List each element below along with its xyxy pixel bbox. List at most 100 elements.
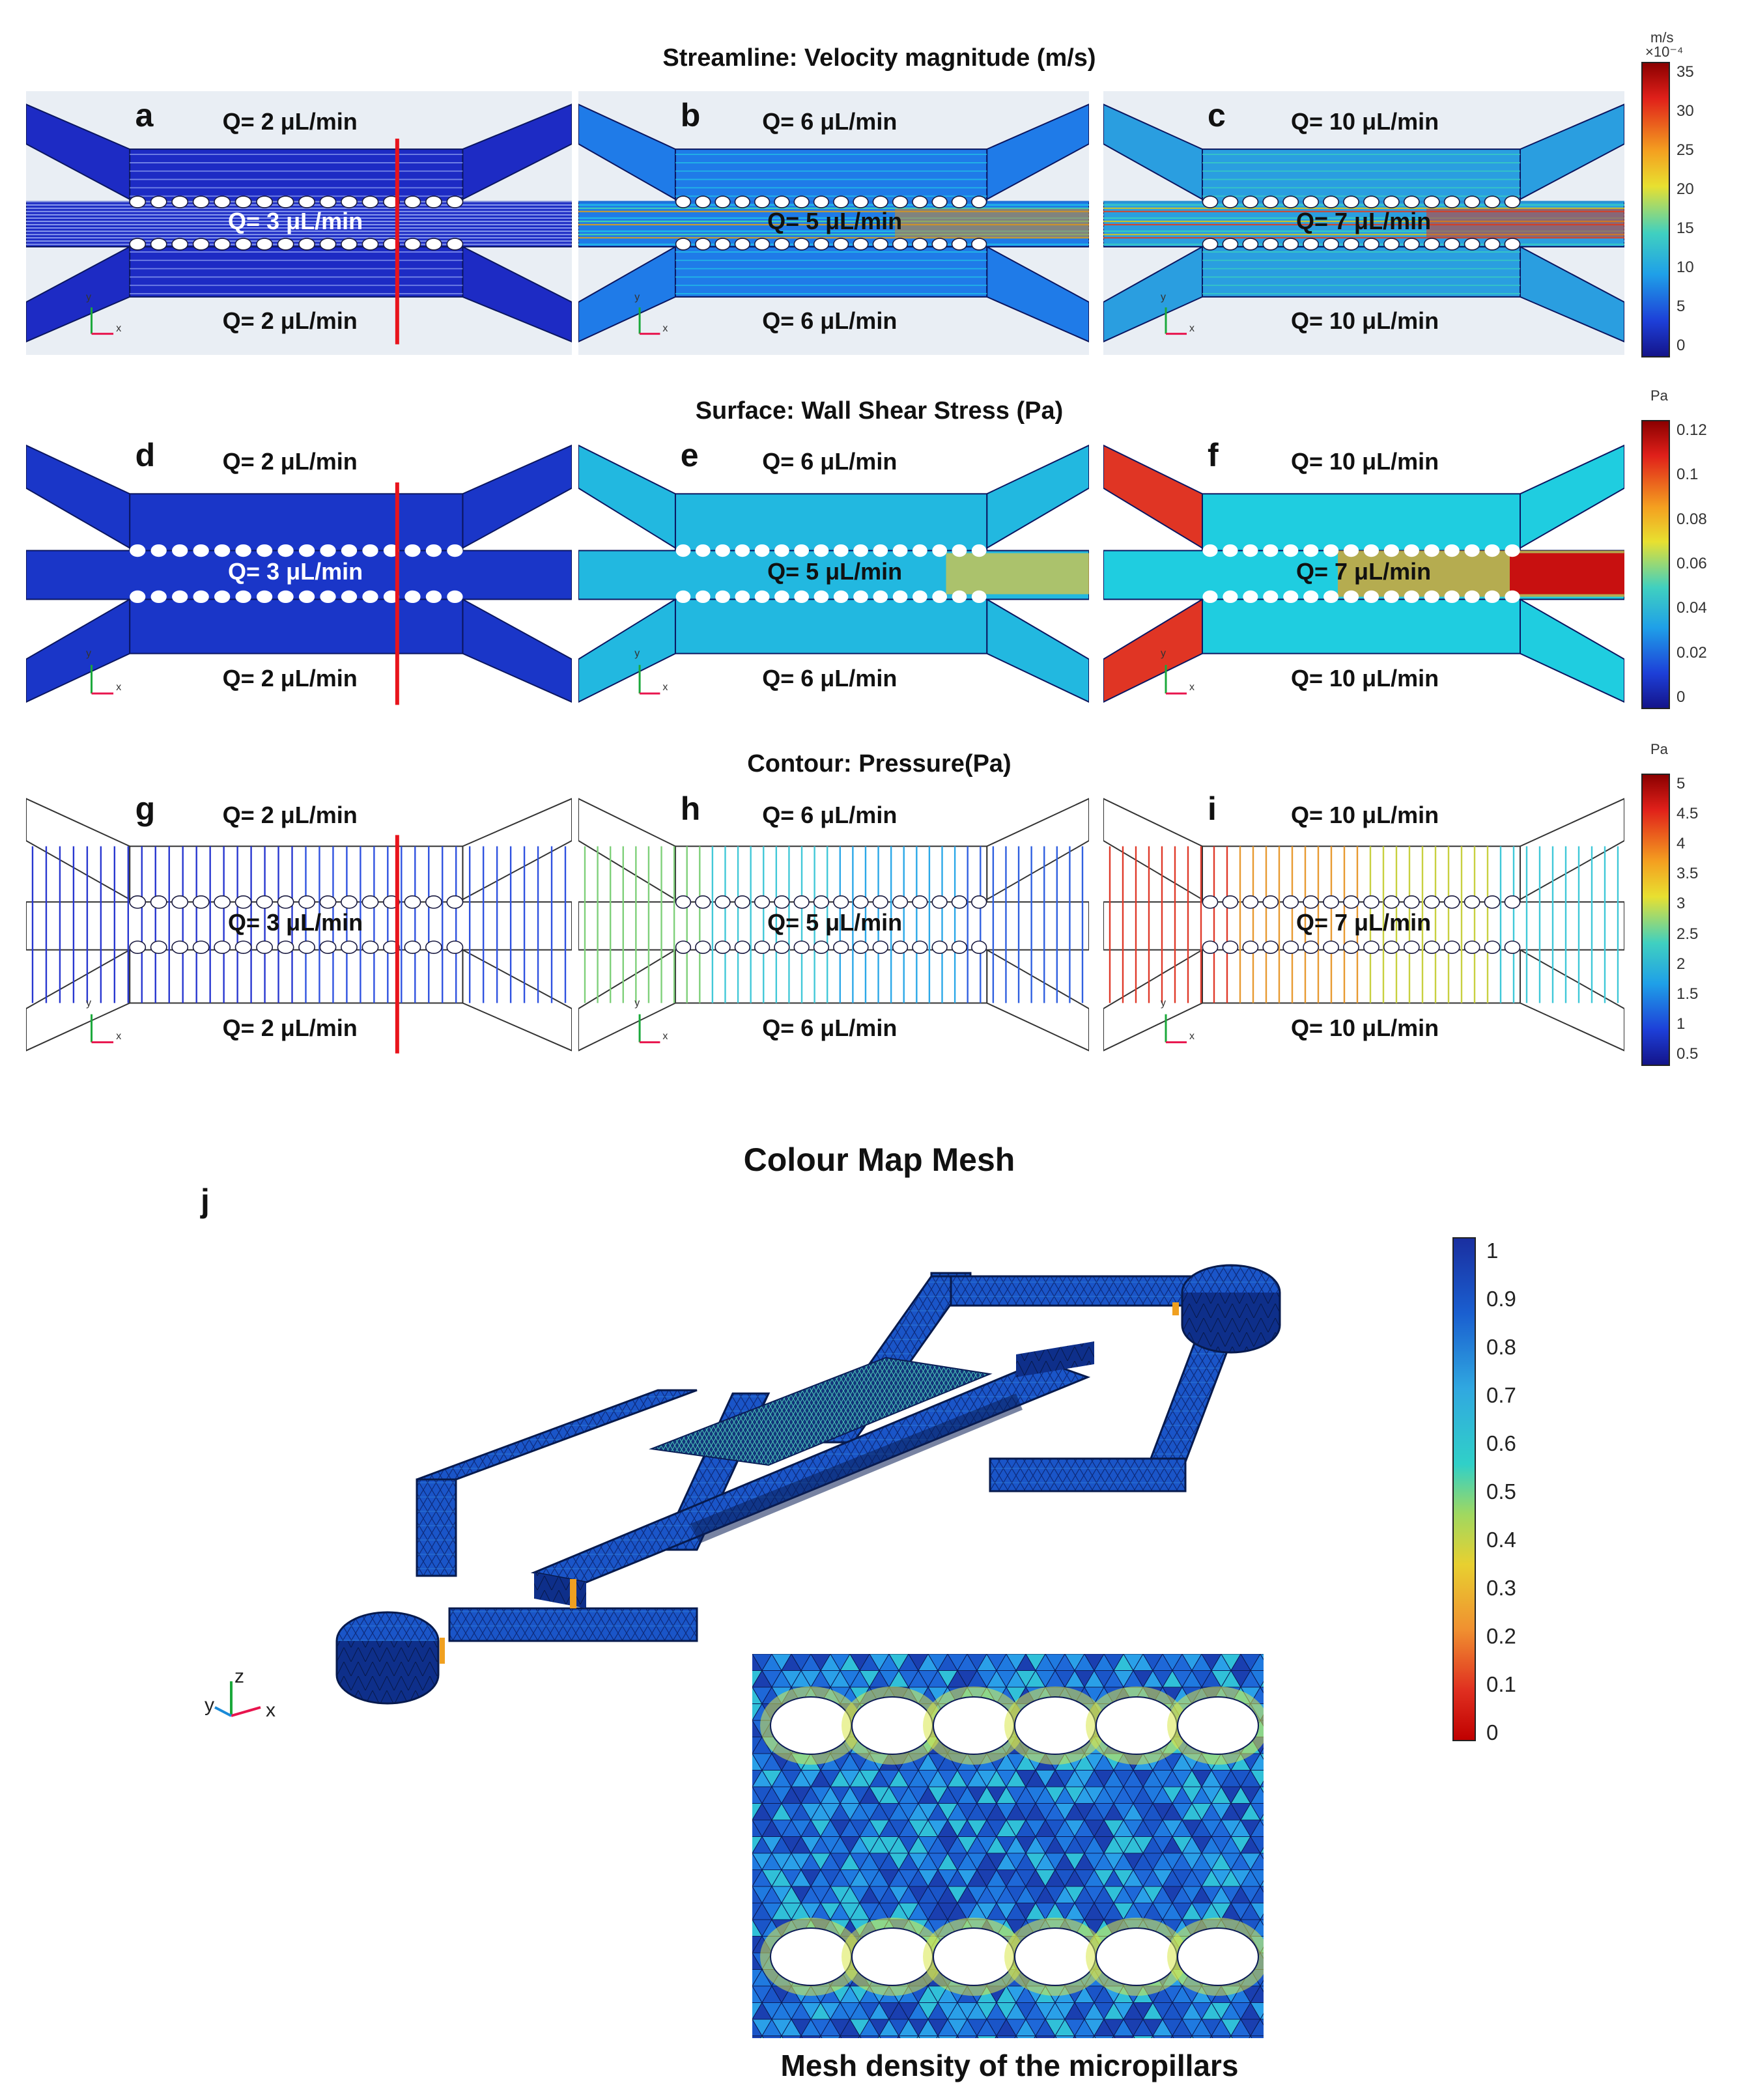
pressure-tick-3: 3.5 — [1676, 865, 1699, 883]
flow-rate-top-e: Q= 6 μL/min — [762, 448, 898, 475]
mesh-tick-7: 0.3 — [1486, 1576, 1516, 1600]
pressure-tick-9: 0.5 — [1676, 1045, 1699, 1063]
axis-z-label: z — [234, 1667, 244, 1687]
axis-x-label-g: x — [116, 1031, 122, 1043]
flow-rate-top-g: Q= 2 μL/min — [222, 802, 358, 828]
flow-rate-top-d: Q= 2 μL/min — [222, 448, 358, 475]
mesh-tick-6: 0.4 — [1486, 1528, 1516, 1552]
panel-h-plot — [578, 785, 1089, 1065]
shear-tick-4: 0.04 — [1676, 599, 1707, 617]
axis-y-label-d: y — [86, 647, 92, 659]
panel-label-b: b — [680, 97, 701, 133]
flow-rate-top-h: Q= 6 μL/min — [762, 802, 898, 828]
flow-rate-middle-b: Q= 5 μL/min — [767, 207, 903, 234]
flow-rate-top-c: Q= 10 μL/min — [1291, 108, 1439, 135]
axis-y-label: y — [205, 1694, 214, 1716]
flow-rate-top-f: Q= 10 μL/min — [1291, 448, 1439, 475]
shear-tick-3: 0.06 — [1676, 555, 1707, 572]
mesh-tick-5: 0.5 — [1486, 1479, 1516, 1504]
shear-tick-6: 0 — [1676, 688, 1686, 706]
velocity-tick-4: 15 — [1676, 219, 1694, 237]
axis-x-label-i: x — [1189, 1031, 1195, 1043]
velocity-tick-5: 10 — [1676, 259, 1694, 276]
mesh-tick-3: 0.7 — [1486, 1383, 1516, 1407]
velocity-colorbar-gradient — [1641, 62, 1670, 357]
axis-x-label-h: x — [662, 1031, 668, 1043]
axis-y-label-c: y — [1161, 291, 1166, 303]
velocity-tick-3: 20 — [1676, 180, 1694, 198]
panel-label-f: f — [1208, 437, 1219, 473]
panel-g-plot — [26, 785, 572, 1065]
shear-title: Surface: Wall Shear Stress (Pa) — [695, 397, 1064, 425]
flow-rate-middle-i: Q= 7 μL/min — [1296, 909, 1432, 936]
panel-label-h: h — [680, 791, 701, 827]
axis-x-label-f: x — [1189, 682, 1195, 693]
panel-label-d: d — [135, 437, 156, 473]
panel-label-g: g — [135, 791, 156, 827]
flow-rate-top-b: Q= 6 μL/min — [762, 108, 898, 135]
axis-x-label-d: x — [116, 682, 122, 693]
flow-rate-middle-g: Q= 3 μL/min — [228, 909, 363, 936]
pressure-title: Contour: Pressure(Pa) — [747, 750, 1011, 777]
pressure-tick-7: 1.5 — [1676, 985, 1699, 1003]
panel-a-plot — [26, 91, 572, 355]
mesh-tick-10: 0 — [1486, 1720, 1499, 1744]
axis-y-label-b: y — [634, 291, 640, 303]
panel-label-i: i — [1208, 791, 1217, 827]
axis-y-label-f: y — [1161, 647, 1166, 659]
pressure-colorbar-gradient — [1641, 774, 1670, 1066]
panel-b-plot — [578, 91, 1089, 355]
flow-rate-bottom-e: Q= 6 μL/min — [762, 665, 898, 692]
shear-colorbar-gradient — [1641, 420, 1670, 709]
flow-rate-bottom-a: Q= 2 μL/min — [222, 307, 358, 335]
mesh-inset-caption: Mesh density of the micropillars — [780, 2049, 1239, 2082]
mesh-tick-0: 1 — [1486, 1239, 1499, 1263]
axis-y-label-a: y — [86, 291, 92, 303]
axis-y-label-e: y — [634, 647, 640, 659]
velocity-tick-0: 35 — [1676, 63, 1694, 81]
velocity-tick-7: 0 — [1676, 337, 1686, 354]
axis-y-label-g: y — [86, 997, 92, 1009]
velocity-colorbar-unit: m/s — [1650, 29, 1674, 46]
mesh-colorbar-gradient — [1452, 1237, 1476, 1741]
flow-rate-bottom-h: Q= 6 μL/min — [762, 1014, 898, 1041]
flow-rate-bottom-c: Q= 10 μL/min — [1291, 307, 1439, 335]
axis-x-label-c: x — [1189, 323, 1195, 335]
mesh-tick-1: 0.9 — [1486, 1287, 1516, 1311]
shear-tick-2: 0.08 — [1676, 510, 1707, 528]
flow-rate-bottom-d: Q= 2 μL/min — [222, 665, 358, 692]
flow-rate-bottom-b: Q= 6 μL/min — [762, 307, 898, 335]
velocity-colorbar-exponent: ×10⁻⁴ — [1645, 44, 1684, 60]
velocity-tick-1: 30 — [1676, 102, 1694, 120]
shear-tick-5: 0.02 — [1676, 643, 1707, 662]
panel-label-c: c — [1208, 97, 1226, 133]
panel-e-plot — [578, 431, 1089, 716]
pressure-tick-1: 4.5 — [1676, 805, 1699, 823]
axis-x-label-a: x — [116, 323, 122, 335]
flow-rate-middle-e: Q= 5 μL/min — [767, 558, 903, 585]
pressure-tick-6: 2 — [1676, 955, 1686, 973]
panel-c-plot — [1103, 91, 1624, 355]
panel-d-plot — [26, 431, 572, 716]
flow-rate-top-a: Q= 2 μL/min — [222, 108, 358, 135]
shear-colorbar-unit: Pa — [1650, 387, 1668, 404]
flow-rate-middle-h: Q= 5 μL/min — [767, 909, 903, 936]
pressure-colorbar-unit: Pa — [1650, 741, 1668, 757]
velocity-tick-6: 5 — [1676, 298, 1686, 315]
mesh-title: Colour Map Mesh — [743, 1141, 1015, 1178]
axis-y-label-i: y — [1161, 997, 1166, 1009]
streamline-title: Streamline: Velocity magnitude (m/s) — [662, 44, 1096, 72]
shear-tick-0: 0.12 — [1676, 421, 1707, 439]
pressure-tick-0: 5 — [1676, 775, 1686, 792]
mesh-tick-4: 0.6 — [1486, 1431, 1516, 1455]
velocity-tick-2: 25 — [1676, 141, 1694, 159]
